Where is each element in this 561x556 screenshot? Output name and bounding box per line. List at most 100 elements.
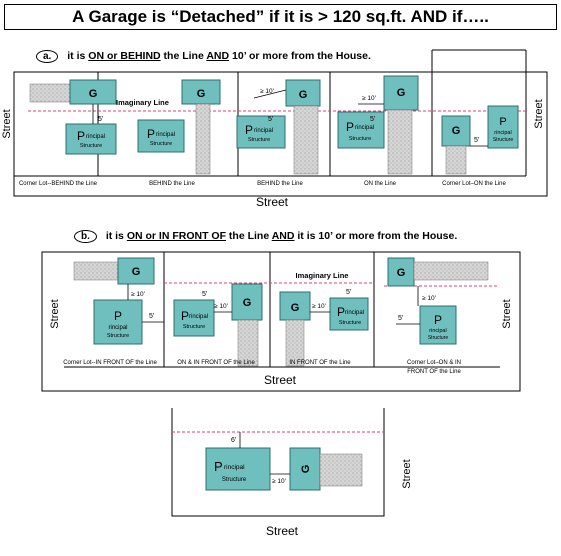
panel-caption: ON the Line: [364, 181, 397, 187]
imaginary-line-label: Imaginary Line: [116, 98, 169, 107]
panel-caption: Corner Lot–ON the Line: [442, 181, 506, 187]
section-c: P rincipal Structure G 6' ≥ 10' Street S…: [171, 408, 413, 538]
structure-text: Structure: [183, 324, 205, 330]
dimension-label: ≥ 10': [214, 303, 228, 310]
driveway: [237, 319, 259, 367]
driveway: [195, 103, 211, 175]
principal-p: P: [147, 127, 155, 141]
structure-text: Structure: [150, 141, 172, 147]
panel-caption: BEHIND the Line: [257, 181, 303, 187]
principal-p: P: [346, 120, 354, 134]
panel-caption: FRONT OF the Line: [407, 369, 461, 375]
principal-structure: [329, 297, 369, 331]
garage-box: [289, 447, 321, 491]
principal-p: P: [337, 305, 345, 319]
section-a-heading: a. it is ON or BEHIND the Line AND 10’ o…: [36, 50, 371, 63]
section-b: G P rincipal Structure ≥ 10' 5' G P rinc…: [41, 251, 521, 392]
dimension-label: ≥ 10': [260, 88, 274, 95]
section-a-frame: [13, 71, 548, 197]
dimension-label: 5': [474, 137, 479, 144]
driveway: [387, 109, 413, 175]
principal-structure: [93, 299, 143, 345]
driveway: [29, 83, 71, 103]
panel-caption: Corner Lot--BEHIND the Line: [19, 181, 98, 187]
principal-structure: [236, 115, 286, 149]
panel-caption: BEHIND the Line: [149, 181, 195, 187]
section-a-letter: a.: [36, 50, 59, 63]
garage-box: [383, 75, 419, 111]
structure-text: Structure: [339, 320, 361, 326]
structure-text: Structure: [428, 335, 449, 341]
principal-structure: [487, 105, 519, 149]
street-label: Street: [401, 459, 413, 488]
section-b-frame: [41, 251, 521, 392]
principal-text: rincipal: [86, 134, 105, 140]
dimension-arrow: [253, 89, 287, 99]
principal-structure: [419, 305, 457, 345]
dimension-label: ≥ 10': [131, 291, 145, 298]
section-b-and: AND: [271, 230, 295, 242]
section-a-highlight: ON or BEHIND: [88, 50, 161, 62]
principal-p: P: [114, 309, 122, 323]
garage-label: G: [197, 88, 206, 100]
principal-text: rincipal: [345, 310, 364, 316]
garage-label: G: [291, 302, 300, 314]
principal-text: rincipal: [224, 464, 245, 471]
structure-text: Structure: [107, 333, 129, 339]
garage-box: [117, 257, 155, 285]
imaginary-line-label: Imaginary Line: [296, 271, 349, 280]
garage-label: G: [452, 125, 461, 137]
street-label: Street: [1, 109, 13, 138]
principal-structure: [137, 119, 185, 153]
structure-text: Structure: [248, 137, 270, 143]
principal-p: P: [214, 459, 223, 474]
principal-text: rincipal: [189, 314, 208, 320]
section-a: G P rincipal Structure 5' Imaginary Line…: [1, 49, 548, 209]
section-a-and: AND: [206, 50, 230, 62]
garage-label: G: [299, 89, 308, 101]
principal-text: rincipal: [156, 132, 175, 138]
driveway: [285, 319, 305, 367]
street-label: Street: [49, 299, 61, 328]
driveway: [413, 261, 489, 281]
principal-structure: [205, 447, 271, 491]
panel-caption: IN FRONT OF the Line: [289, 360, 351, 366]
principal-text: rincipal: [494, 130, 511, 136]
garage-label: G: [300, 465, 312, 474]
driveway: [73, 261, 119, 281]
dimension-label: 5': [202, 291, 207, 298]
garage-box: [181, 79, 221, 105]
principal-p: P: [434, 313, 442, 327]
street-label: Street: [533, 99, 545, 128]
principal-p: P: [181, 309, 189, 323]
section-b-highlight: ON or IN FRONT OF: [126, 230, 226, 242]
section-b-letter: b.: [74, 230, 97, 243]
garage-label: G: [243, 297, 252, 309]
dimension-label: 5': [346, 289, 351, 296]
garage-label: G: [397, 87, 406, 99]
section-a-mid: the Line: [163, 50, 204, 62]
garage-box: [279, 291, 311, 321]
principal-p: P: [499, 116, 506, 128]
dimension-label: ≥ 10': [422, 295, 436, 302]
principal-text: rincipal: [108, 325, 127, 331]
street-label: Street: [266, 524, 299, 538]
section-b-prefix: it is: [105, 230, 124, 242]
street-label: Street: [264, 373, 297, 387]
dimension-label: 5': [268, 116, 273, 123]
garage-label: G: [132, 266, 141, 278]
principal-p: P: [245, 123, 253, 137]
structure-text: Structure: [222, 477, 247, 483]
section-c-frame: [171, 408, 385, 517]
panel-caption: ON & IN FRONT OF the Line: [177, 360, 255, 366]
street-label: Street: [256, 195, 289, 209]
street-label: Street: [501, 299, 513, 328]
principal-text: rincipal: [254, 128, 273, 134]
section-b-mid: the Line: [228, 230, 270, 242]
section-a-suffix: 10’ or more from the House.: [232, 50, 371, 62]
dimension-label: 5': [370, 116, 375, 123]
garage-label: G: [397, 267, 406, 279]
panel-caption: Corner Lot--IN FRONT OF the Line: [63, 360, 157, 366]
principal-structure: [337, 111, 385, 149]
